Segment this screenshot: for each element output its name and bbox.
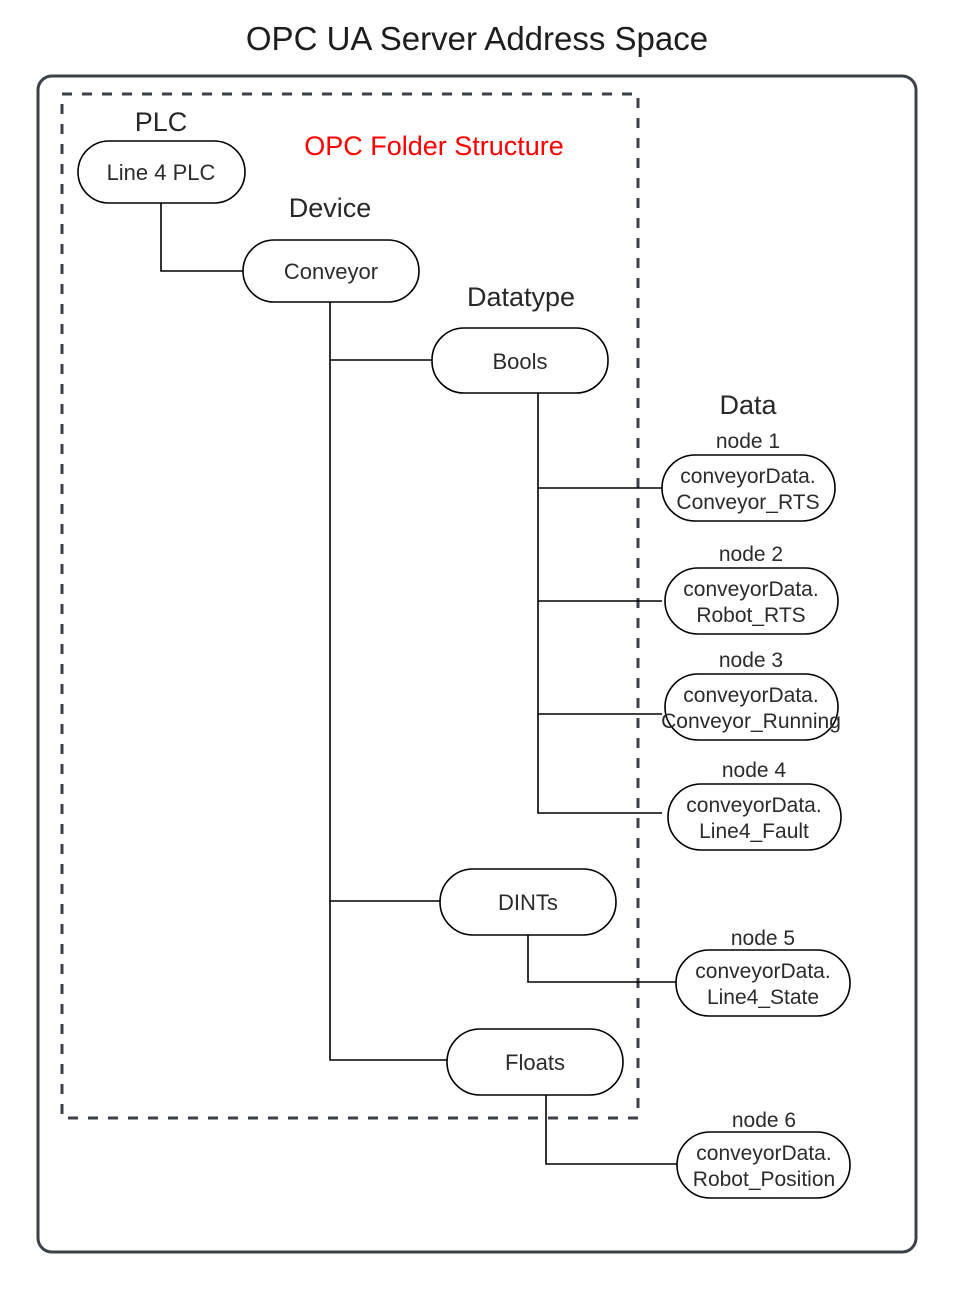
connector-floats-to-node6 — [545, 1095, 677, 1165]
connector-plc-to-conveyor — [160, 202, 243, 272]
data-node-6-line1: conveyorData. — [696, 1142, 831, 1165]
data-node-2-line1: conveyorData. — [683, 578, 818, 601]
node-datatype-dints-label: DINTs — [498, 890, 558, 915]
connector-dints-to-node5 — [527, 935, 676, 983]
data-node-caption-6: node 6 — [732, 1109, 796, 1132]
data-node-3-line1: conveyorData. — [683, 684, 818, 707]
data-node-1-line1: conveyorData. — [680, 465, 815, 488]
data-node-4-line2: Line4_Fault — [699, 820, 809, 843]
node-plc-line4-label: Line 4 PLC — [107, 160, 216, 185]
data-node-1-line2: Conveyor_RTS — [676, 491, 819, 514]
data-node-caption-3: node 3 — [719, 649, 783, 672]
node-datatype-floats[interactable] — [446, 1028, 624, 1096]
node-datatype-dints[interactable] — [439, 868, 617, 936]
group-label-device: Device — [289, 193, 372, 223]
opc-folder-structure-frame — [60, 92, 640, 1120]
data-node-3-line2: Conveyor_Running — [661, 710, 841, 733]
node-device-conveyor[interactable] — [242, 239, 420, 303]
connector-conveyor-trunk — [329, 302, 447, 1061]
data-node-6-line2: Robot_Position — [693, 1168, 835, 1191]
group-label-data: Data — [719, 390, 777, 420]
data-node-caption-1: node 1 — [716, 430, 780, 453]
data-node-1[interactable] — [661, 454, 836, 522]
data-node-caption-2: node 2 — [719, 543, 783, 566]
group-label-plc: PLC — [135, 107, 188, 137]
data-node-2[interactable] — [664, 567, 839, 635]
connector-bools-trunk — [537, 393, 662, 814]
node-datatype-bools-label: Bools — [492, 349, 547, 374]
data-node-2-line2: Robot_RTS — [696, 604, 805, 627]
node-datatype-floats-label: Floats — [505, 1050, 565, 1075]
server-address-space-frame — [36, 74, 918, 1254]
data-node-5-line2: Line4_State — [707, 986, 819, 1009]
data-node-5[interactable] — [675, 949, 851, 1017]
data-node-6[interactable] — [676, 1131, 851, 1199]
node-plc-line4[interactable] — [77, 140, 246, 204]
data-node-caption-5: node 5 — [731, 927, 795, 950]
data-node-4[interactable] — [667, 783, 842, 851]
page-title: OPC UA Server Address Space — [246, 20, 708, 57]
node-datatype-bools[interactable] — [431, 327, 609, 394]
opc-folder-structure-label: OPC Folder Structure — [304, 131, 564, 161]
group-label-datatype: Datatype — [467, 282, 575, 312]
node-device-conveyor-label: Conveyor — [284, 259, 378, 284]
data-node-caption-4: node 4 — [722, 759, 787, 782]
data-node-3[interactable] — [664, 673, 839, 741]
data-node-4-line1: conveyorData. — [686, 794, 821, 817]
data-node-5-line1: conveyorData. — [695, 960, 830, 983]
